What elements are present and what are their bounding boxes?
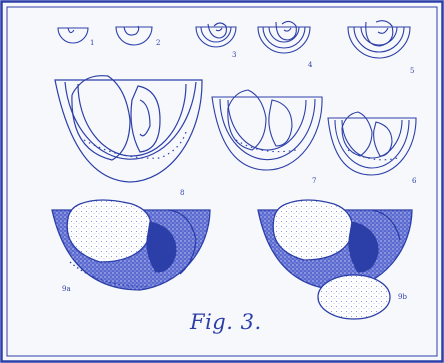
stage-7-drawing (212, 90, 322, 170)
stage-label-8: 8 (180, 190, 184, 197)
stage-label-1: 1 (90, 40, 94, 47)
stage-9a-drawing (52, 200, 210, 290)
stage-label-9a: 9a (62, 286, 71, 293)
stage-2-drawing (116, 26, 152, 45)
stage-label-2: 2 (156, 40, 160, 47)
stage-label-6: 6 (412, 178, 416, 185)
stage-label-4: 4 (308, 62, 312, 69)
stage-label-3: 3 (232, 52, 236, 59)
stage-9b-drawing (258, 200, 412, 319)
stage-label-9b: 9b (398, 294, 407, 301)
stage-5-drawing (348, 21, 410, 58)
stage-8-drawing (55, 76, 202, 182)
stage-6-drawing (328, 112, 416, 175)
stage-label-7: 7 (312, 178, 316, 185)
stage-label-5: 5 (410, 68, 414, 75)
stage-1-drawing (58, 28, 88, 43)
figure-caption: Fig. 3. (190, 310, 262, 334)
stage-4-drawing (258, 21, 310, 53)
stage-3-drawing (196, 23, 236, 47)
